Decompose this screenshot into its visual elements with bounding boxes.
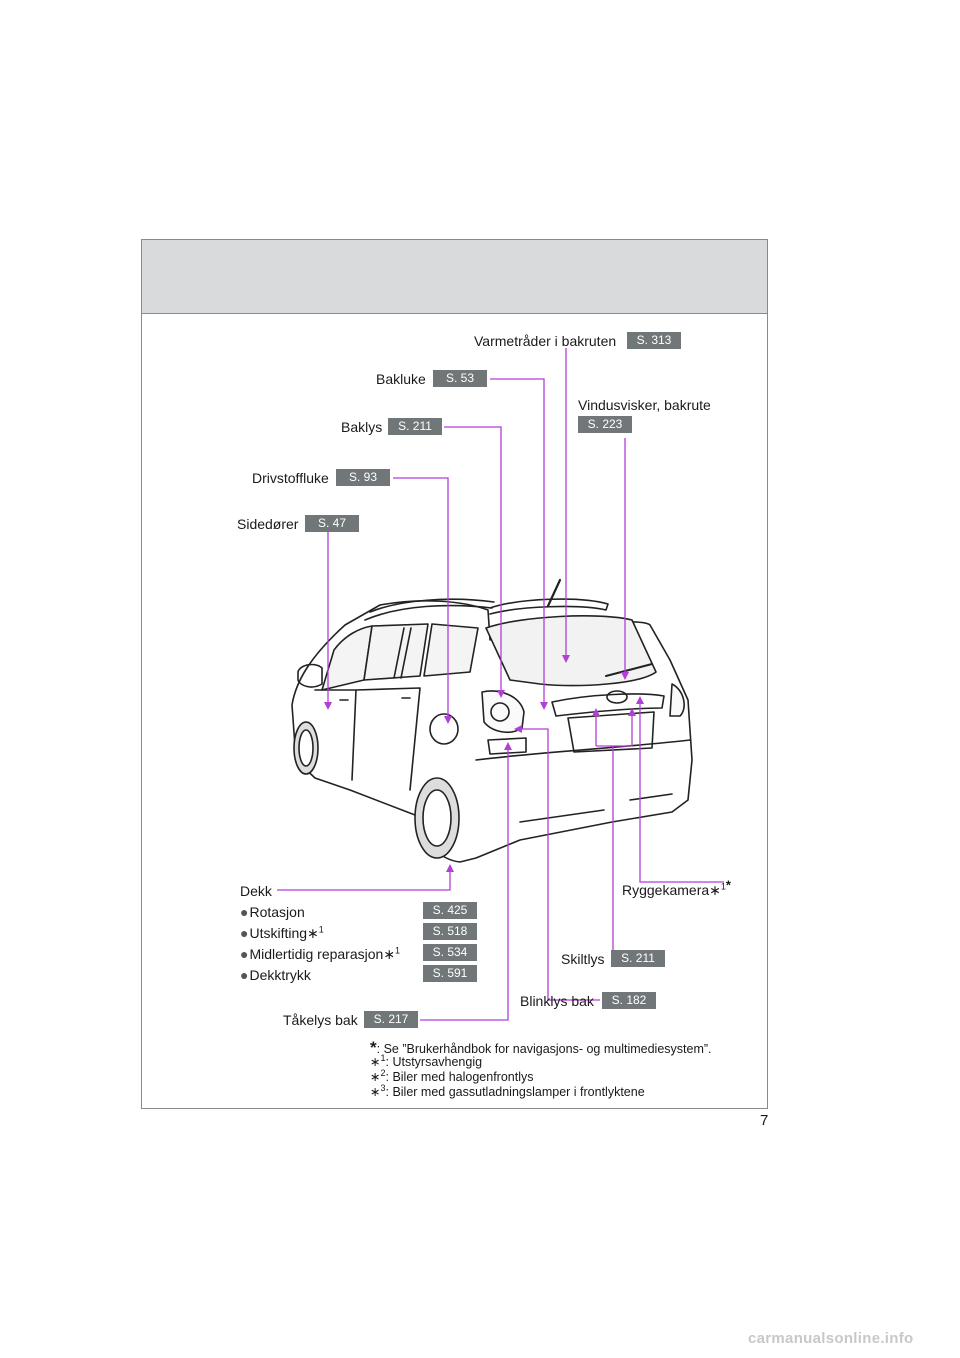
label-baklys: Baklys bbox=[341, 419, 383, 435]
ref-takelys[interactable]: S. 217 bbox=[364, 1011, 418, 1028]
ref-dekktrykk[interactable]: S. 591 bbox=[423, 965, 477, 982]
label-blinklys: Blinklys bak bbox=[520, 993, 594, 1009]
ref-baklys[interactable]: S. 211 bbox=[388, 418, 442, 435]
bullet-icon: ● bbox=[240, 904, 249, 920]
utskifting-text: Utskifting bbox=[249, 925, 308, 941]
label-varmetrader: Varmetråder i bakruten bbox=[474, 333, 617, 349]
rotasjon-text: Rotasjon bbox=[249, 904, 305, 920]
item-utskifting: ●Utskifting∗1 bbox=[240, 924, 324, 941]
bullet-icon: ● bbox=[240, 946, 249, 962]
ref-sidedorer[interactable]: S. 47 bbox=[305, 515, 359, 532]
label-ryggekamera: Ryggekamera∗1* bbox=[622, 877, 731, 898]
label-drivstoffluke: Drivstoffluke bbox=[252, 470, 329, 486]
ref-drivstoffluke[interactable]: S. 93 bbox=[336, 469, 390, 486]
label-skiltlys: Skiltlys bbox=[561, 951, 605, 967]
watermark: carmanualsonline.info bbox=[748, 1330, 914, 1347]
label-takelys: Tåkelys bak bbox=[283, 1012, 358, 1028]
bullet-icon: ● bbox=[240, 967, 249, 983]
ref-varmetrader[interactable]: S. 313 bbox=[627, 332, 681, 349]
page-number: 7 bbox=[760, 1112, 769, 1129]
ref-bakluke[interactable]: S. 53 bbox=[433, 370, 487, 387]
midlertidig-text: Midlertidig reparasjon bbox=[249, 946, 384, 962]
footnote-3: ∗2: Biler med halogenfrontlys bbox=[370, 1067, 534, 1084]
ref-rotasjon[interactable]: S. 425 bbox=[423, 902, 477, 919]
footnote-1: *: Se ”Brukerhåndbok for navigasjons- og… bbox=[370, 1038, 712, 1057]
label-dekk: Dekk bbox=[240, 883, 272, 899]
section-header-band bbox=[141, 239, 768, 314]
ryggekamera-text: Ryggekamera bbox=[622, 882, 710, 898]
label-vindusvisker: Vindusvisker, bakrute bbox=[578, 397, 711, 413]
ref-skiltlys[interactable]: S. 211 bbox=[611, 950, 665, 967]
ref-blinklys[interactable]: S. 182 bbox=[602, 992, 656, 1009]
footnotes: *: Se ”Brukerhåndbok for navigasjons- og… bbox=[370, 1038, 712, 1100]
ref-vindusvisker[interactable]: S. 223 bbox=[578, 416, 632, 433]
item-midlertidig: ●Midlertidig reparasjon∗1 bbox=[240, 945, 401, 962]
label-bakluke: Bakluke bbox=[376, 371, 426, 387]
bullet-icon: ● bbox=[240, 925, 249, 941]
item-dekktrykk: ●Dekktrykk bbox=[240, 967, 311, 983]
ref-utskifting[interactable]: S. 518 bbox=[423, 923, 477, 940]
dekktrykk-text: Dekktrykk bbox=[249, 967, 311, 983]
item-rotasjon: ●Rotasjon bbox=[240, 904, 305, 920]
label-sidedorer: Sidedører bbox=[237, 516, 299, 532]
footnote-2: ∗1: Utstyrsavhengig bbox=[370, 1052, 483, 1069]
ref-midlertidig[interactable]: S. 534 bbox=[423, 944, 477, 961]
footnote-4: ∗3: Biler med gassutladningslamper i fro… bbox=[370, 1082, 645, 1099]
